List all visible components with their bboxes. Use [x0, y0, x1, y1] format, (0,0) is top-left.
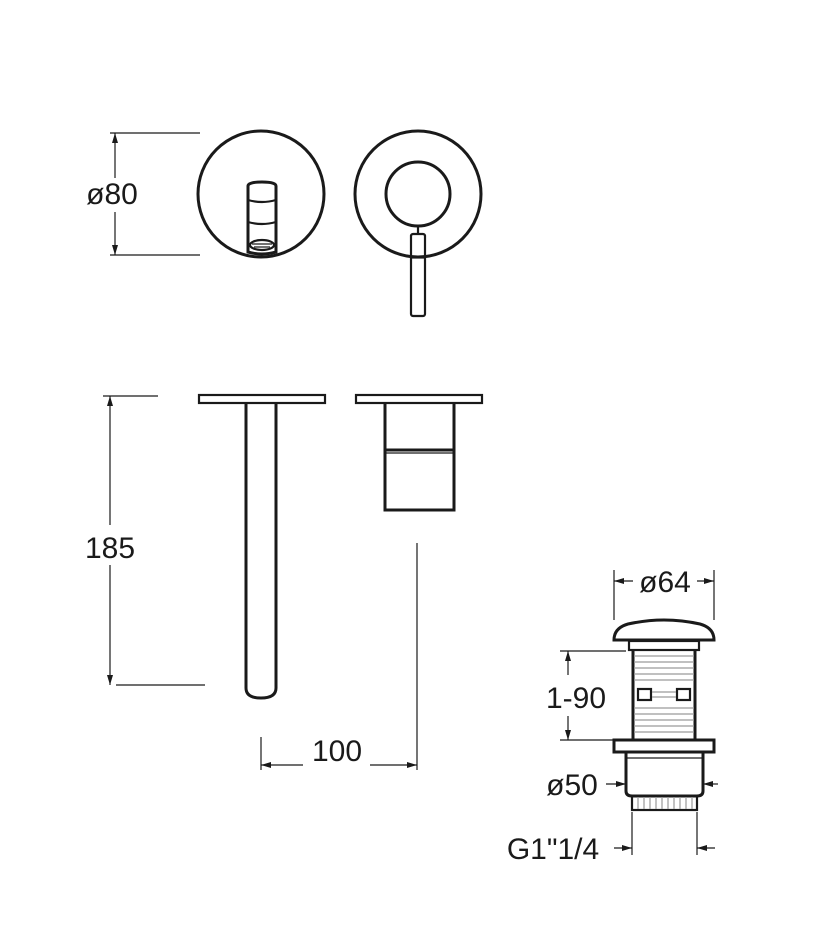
waste-drain [612, 618, 716, 812]
waste-range-label: 1-90 [546, 682, 606, 715]
spout-side-view [197, 393, 327, 700]
waste-body-diameter-label: ø50 [546, 769, 598, 802]
mixer-plate-top-view [353, 129, 483, 318]
spout-plate-top-view [196, 129, 326, 259]
spout-projection-dimension: 100 [260, 543, 418, 770]
waste-diameter-label: ø64 [639, 566, 691, 599]
spout-height-dimension: 185 [85, 395, 205, 686]
spout-height-label: 185 [85, 532, 135, 565]
thread-dimension: G1"1/4 [507, 812, 715, 866]
waste-diameter-dimension: ø64 [613, 566, 715, 620]
plate-diameter-dimension: ø80 [86, 132, 200, 256]
mixer-side-view [354, 393, 484, 512]
spout-projection-label: 100 [312, 735, 362, 768]
waste-body-diameter-dimension: ø50 [546, 769, 718, 802]
plate-diameter-label: ø80 [86, 178, 138, 211]
thread-label: G1"1/4 [507, 833, 599, 866]
waste-range-dimension: 1-90 [546, 650, 626, 741]
